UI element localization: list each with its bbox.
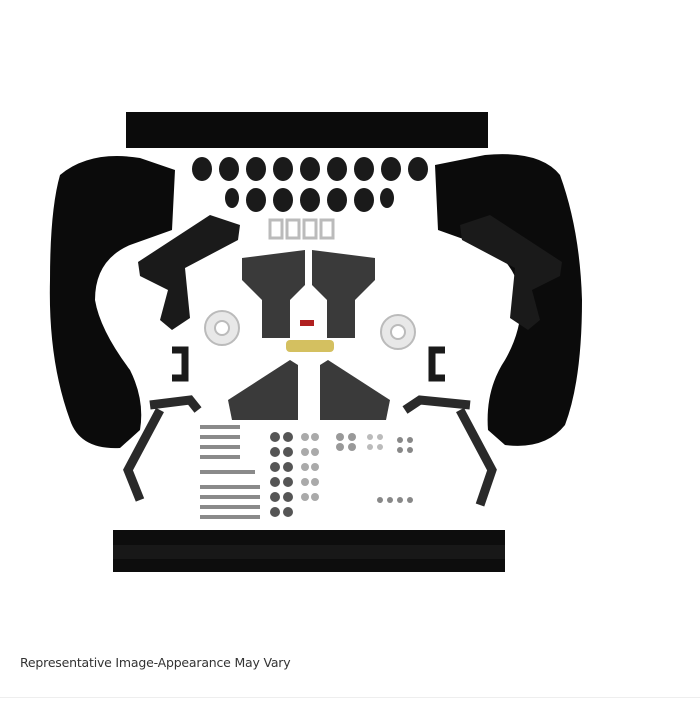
disclaimer-caption: Representative Image-Appearance May Vary <box>20 655 291 670</box>
hardware-bolts <box>200 425 260 519</box>
left-fender-liner <box>49 156 176 449</box>
divider <box>0 697 700 698</box>
product-label <box>286 320 334 352</box>
top-rubber-flap <box>126 112 488 148</box>
round-spacers <box>204 310 416 350</box>
center-brackets <box>228 250 390 420</box>
square-spacers <box>268 218 335 240</box>
upper-side-brackets <box>138 215 562 330</box>
c-brackets <box>172 346 445 382</box>
bottom-rubber-flap <box>113 530 505 572</box>
spacer-blocks <box>192 157 428 212</box>
hardware-washers <box>270 432 413 517</box>
lower-side-brackets <box>123 395 497 507</box>
